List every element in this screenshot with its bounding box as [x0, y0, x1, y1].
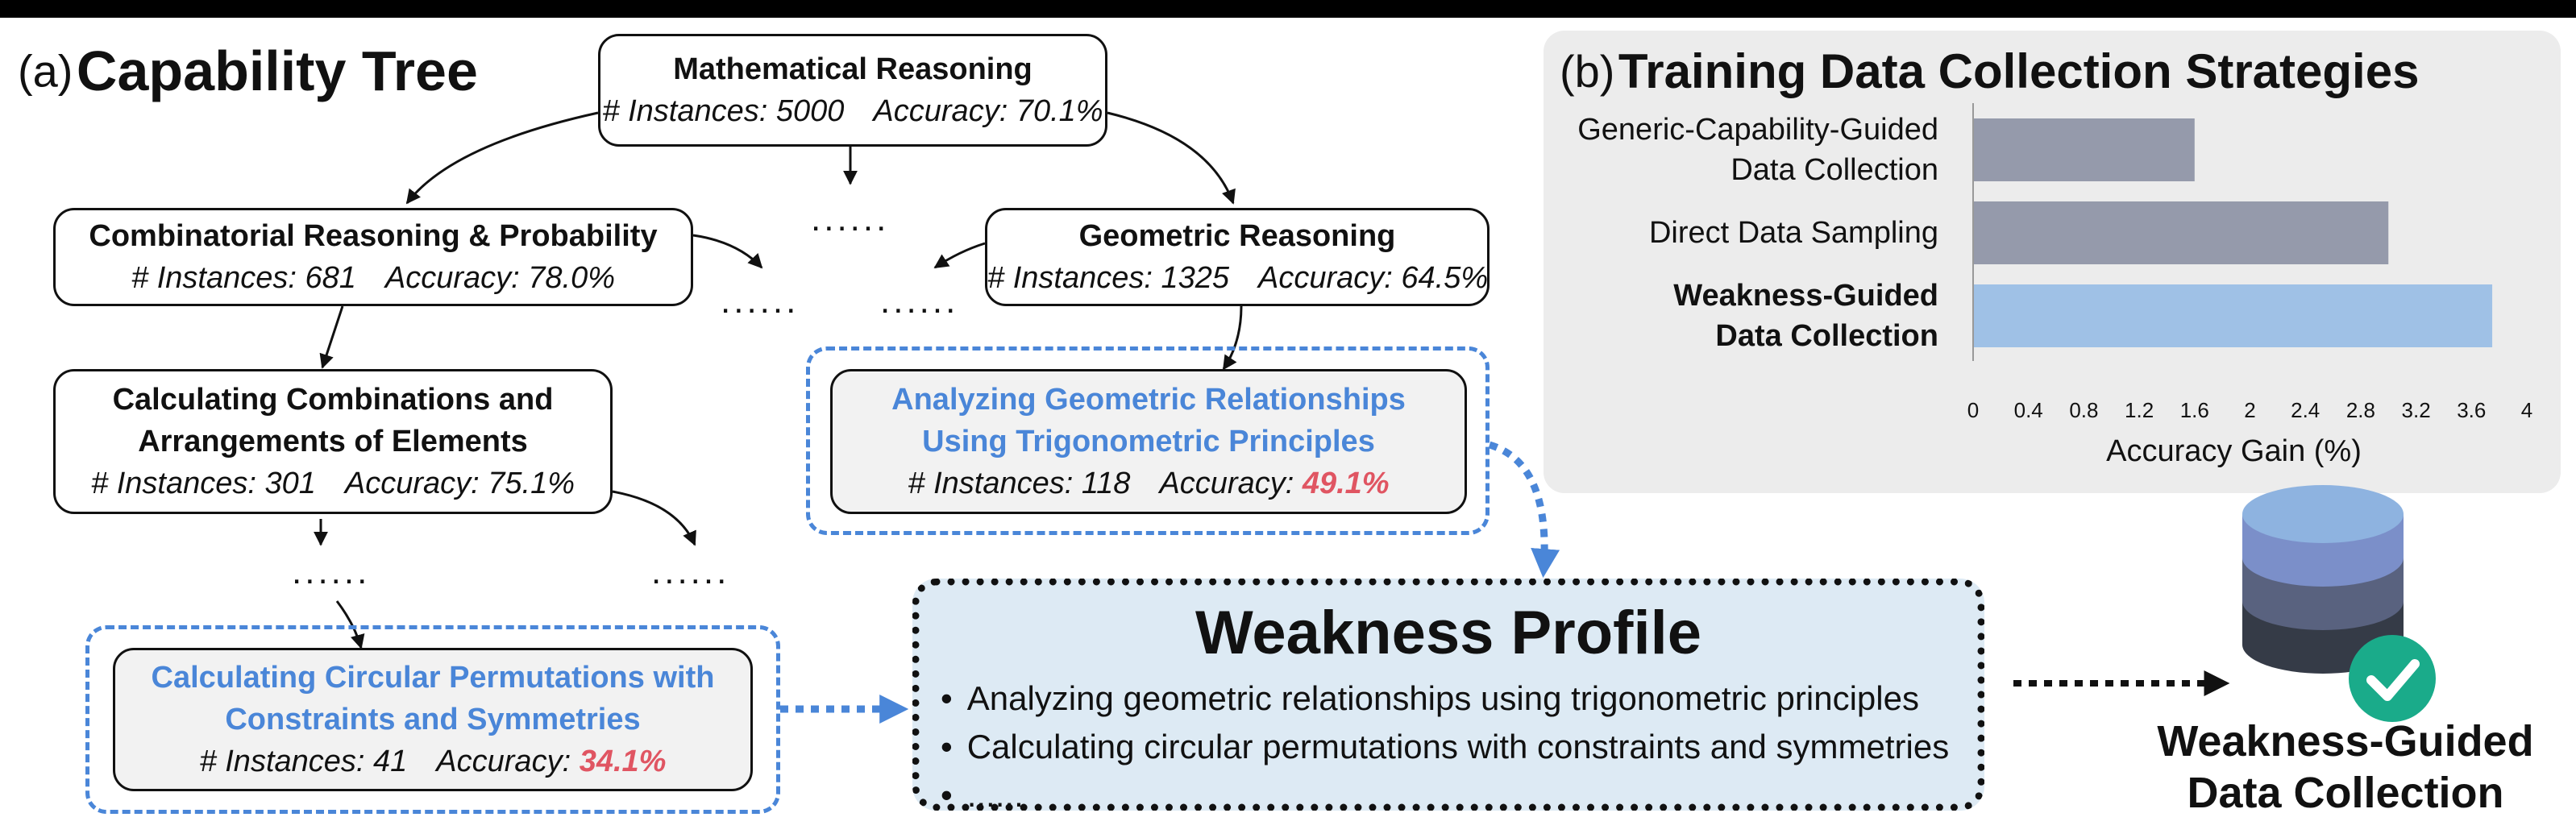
- ellipsis-geometric-more: ......: [880, 281, 959, 321]
- node-title-line1: Calculating Combinations and: [112, 383, 554, 417]
- x-tick-label: 4: [2521, 398, 2532, 422]
- bar-3: [1973, 284, 2493, 347]
- panel-a-heading: (a) Capability Tree: [18, 39, 478, 103]
- node-title-line2: Arrangements of Elements: [138, 425, 528, 458]
- node-instances: # Instances: 5000: [602, 94, 845, 128]
- node-accuracy-label: Accuracy:: [1159, 467, 1294, 500]
- weakness-profile-title: Weakness Profile: [1195, 599, 1701, 667]
- arrow-trig-to-profile: [1488, 441, 1560, 579]
- panel-b: (b) Training Data Collection Strategies …: [1544, 31, 2561, 493]
- ellipsis-combinatorial-more: ......: [721, 281, 800, 321]
- node-combinatorial-reasoning: Combinatorial Reasoning & Probability # …: [53, 208, 693, 306]
- label-line1: Weakness-Guided: [2157, 717, 2534, 765]
- node-geometric-reasoning: Geometric Reasoning # Instances: 1325 Acc…: [985, 208, 1490, 306]
- label-line2: Data Collection: [2187, 769, 2504, 817]
- node-instances: # Instances: 41: [199, 745, 408, 778]
- x-tick-label: 1.6: [2180, 398, 2209, 422]
- arrow-more-to-circular: [335, 600, 365, 649]
- x-tick-label: 0.4: [2014, 398, 2043, 422]
- node-title-line2: Using Trigonometric Principles: [922, 425, 1375, 458]
- node-calculating-combinations: Calculating Combinations and Arrangement…: [53, 369, 613, 514]
- node-instances: # Instances: 1325: [987, 261, 1229, 295]
- x-tick-label: 2.4: [2291, 398, 2320, 422]
- node-accuracy-value: 49.1%: [1302, 467, 1390, 500]
- node-meta: # Instances: 41 Accuracy: 34.1%: [115, 741, 750, 782]
- node-meta: # Instances: 5000 Accuracy: 70.1%: [600, 90, 1105, 132]
- x-tick-label: 2: [2244, 398, 2255, 422]
- weakness-highlight-circular: [85, 625, 780, 814]
- check-badge: [2349, 635, 2436, 722]
- panel-b-label: (b): [1560, 46, 1615, 97]
- database-check-icon: [2242, 485, 2436, 722]
- ellipsis-left: ......: [292, 552, 371, 591]
- bar-label-2: Direct Data Sampling: [1648, 216, 1938, 250]
- weakness-profile-list: Analyzing geometric relationships using …: [941, 674, 1949, 819]
- weakness-profile-item: Analyzing geometric relationships using …: [941, 674, 1949, 723]
- arrow-root-to-geometric: [1107, 111, 1236, 205]
- arrow-geometric-to-trig: [1222, 305, 1243, 371]
- ellipsis-middle: ......: [811, 199, 890, 239]
- x-tick-label: 0: [1967, 398, 1979, 422]
- node-accuracy: Accuracy: 78.0%: [384, 261, 615, 295]
- panel-a-label: (a): [18, 45, 73, 97]
- x-tick-label: 3.2: [2402, 398, 2431, 422]
- x-tick-label: 1.2: [2125, 398, 2154, 422]
- weakness-profile-item: Calculating circular permutations with c…: [941, 723, 1949, 771]
- ellipsis-right: ......: [651, 552, 730, 591]
- node-meta: # Instances: 118 Accuracy: 49.1%: [833, 463, 1465, 504]
- weakness-profile: Weakness Profile Analyzing geometric rel…: [912, 579, 1984, 814]
- node-instances: # Instances: 118: [908, 467, 1131, 500]
- node-instances: # Instances: 681: [131, 261, 356, 295]
- node-accuracy: Accuracy: 64.5%: [1258, 261, 1489, 295]
- weakness-profile-item: ......: [941, 771, 1949, 819]
- node-accuracy: Accuracy: 75.1%: [344, 467, 575, 500]
- node-accuracy: Accuracy: 70.1%: [873, 94, 1103, 128]
- node-meta: # Instances: 301 Accuracy: 75.1%: [56, 463, 610, 504]
- node-accuracy-value: 34.1%: [579, 745, 667, 778]
- node-title-line2: Constraints and Symmetries: [225, 703, 641, 736]
- x-axis-label: Accuracy Gain (%): [2106, 434, 2362, 468]
- check-mark: [2366, 659, 2420, 701]
- panel-b-heading: (b) Training Data Collection Strategies: [1560, 44, 2419, 99]
- node-meta: # Instances: 1325 Accuracy: 64.5%: [987, 257, 1489, 299]
- arrow-combinations-to-right-more: [612, 490, 696, 546]
- panel-a-title: Capability Tree: [76, 39, 478, 102]
- node-title: Combinatorial Reasoning & Probability: [89, 219, 658, 253]
- node-instances: # Instances: 301: [91, 467, 316, 500]
- arrow-combinatorial-to-more: [692, 234, 763, 269]
- weakness-highlight-trig: [806, 346, 1490, 535]
- node-title-line1: Calculating Circular Permutations with: [151, 661, 715, 695]
- top-rule: [0, 0, 2576, 18]
- arrow-combinatorial-to-combinations: [319, 305, 344, 369]
- bar-1: [1973, 118, 2195, 181]
- bar-2: [1973, 201, 2389, 264]
- node-meta: # Instances: 681 Accuracy: 78.0%: [56, 257, 691, 299]
- node-title: Geometric Reasoning: [1078, 219, 1396, 253]
- panel-b-title: Training Data Collection Strategies: [1618, 44, 2420, 98]
- database-top: [2242, 485, 2404, 543]
- node-title-line1: Analyzing Geometric Relationships: [891, 383, 1406, 417]
- arrow-root-to-combinatorial: [405, 111, 599, 205]
- node-accuracy-label: Accuracy:: [436, 745, 571, 778]
- node-circular-permutations: Calculating Circular Permutations with C…: [113, 648, 753, 791]
- x-tick-label: 2.8: [2346, 398, 2375, 422]
- node-title: Mathematical Reasoning: [673, 52, 1032, 86]
- node-analyzing-geometric-relationships: Analyzing Geometric Relationships Using …: [830, 369, 1467, 514]
- arrow-geometric-to-more: [933, 242, 986, 269]
- weakness-guided-collection-label: Weakness-Guided Data Collection: [2128, 716, 2563, 819]
- x-tick-label: 3.6: [2457, 398, 2486, 422]
- node-mathematical-reasoning: Mathematical Reasoning # Instances: 5000…: [598, 34, 1107, 147]
- x-tick-label: 0.8: [2069, 398, 2098, 422]
